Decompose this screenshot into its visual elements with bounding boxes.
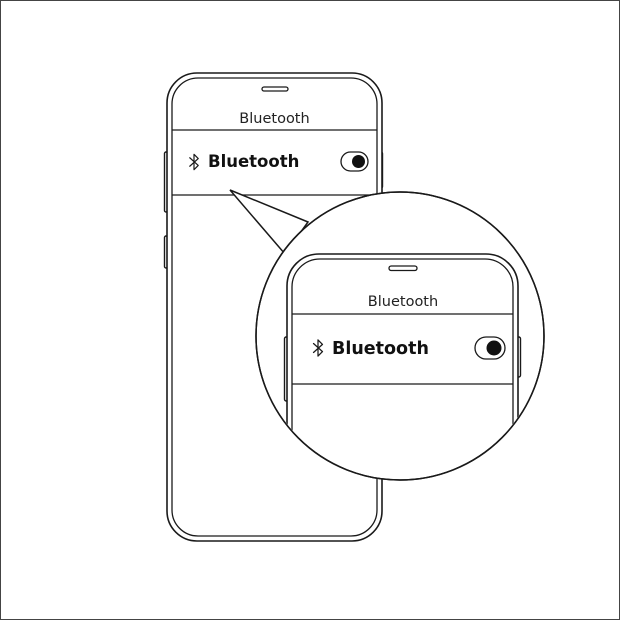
phone-bluetooth-row[interactable]: Bluetooth (189, 151, 369, 172)
zoomed-bluetooth-toggle[interactable] (474, 336, 506, 360)
zoomed-toggle-knob (486, 340, 502, 356)
bluetooth-icon (312, 339, 324, 357)
zoomed-bluetooth-row[interactable]: Bluetooth (312, 336, 506, 360)
zoomed-nav-title: Bluetooth (368, 294, 438, 310)
phone-bluetooth-label: Bluetooth (208, 152, 299, 171)
zoomed-phone: Bluetooth Bluetooth (283, 253, 522, 479)
phone-bluetooth-toggle[interactable] (340, 151, 369, 172)
phone-nav-title: Bluetooth (239, 111, 309, 127)
callout-seam-mask (287, 226, 318, 262)
magnifier-rim (255, 191, 545, 481)
zoomed-phone-screen (291, 258, 514, 479)
phone-toggle-knob (352, 155, 365, 168)
bluetooth-icon (189, 153, 199, 171)
phone-speaker (261, 86, 289, 92)
zoomed-bluetooth-label: Bluetooth (332, 339, 429, 359)
zoomed-phone-speaker (388, 265, 418, 272)
